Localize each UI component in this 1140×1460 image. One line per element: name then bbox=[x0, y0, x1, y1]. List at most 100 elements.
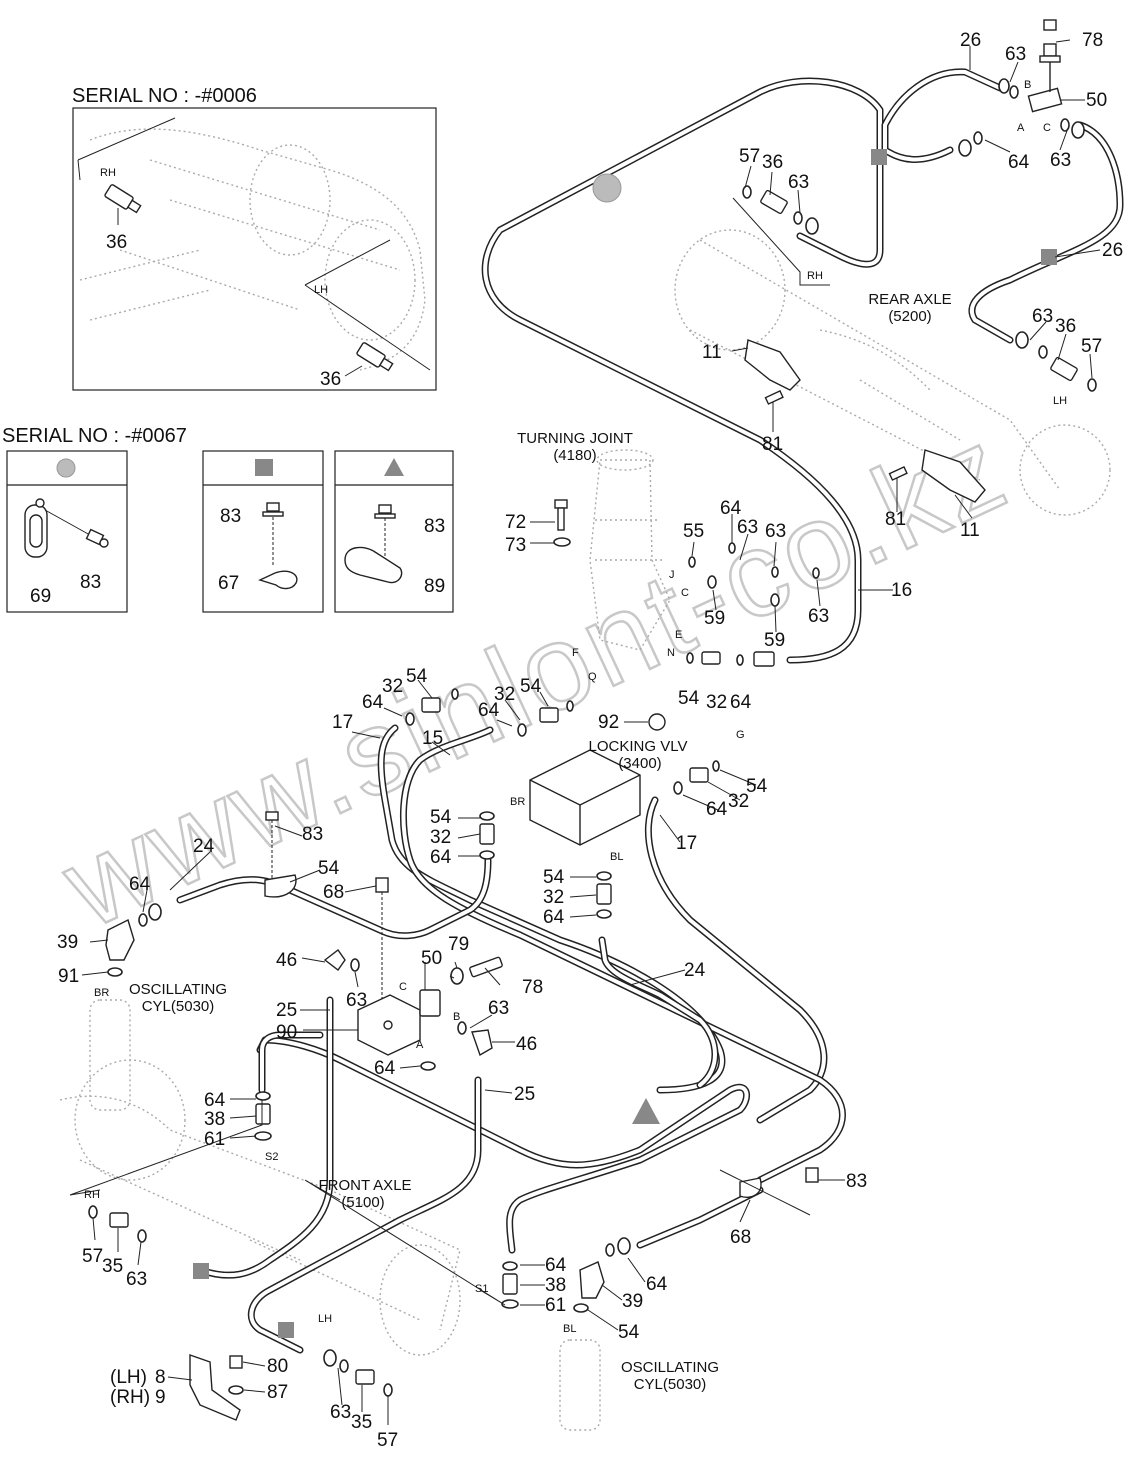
callout-label: 15 bbox=[422, 728, 443, 749]
hose-17-left bbox=[377, 724, 726, 1094]
callout-label: 63 bbox=[808, 606, 829, 627]
callout-label: 35 bbox=[351, 1412, 372, 1433]
inset-lh-line bbox=[304, 239, 431, 371]
clamp-89-icon bbox=[344, 546, 403, 584]
rear-axle-name: REAR AXLE bbox=[868, 291, 951, 308]
inset-serial-label: SERIAL NO : -#0006 bbox=[72, 85, 257, 107]
legend-square-part-0: 83 bbox=[220, 506, 241, 527]
callout-label: 64 bbox=[430, 847, 452, 868]
callout-label: 17 bbox=[676, 833, 697, 854]
callout-label: 61 bbox=[545, 1295, 566, 1316]
hose-17-right bbox=[645, 796, 828, 1124]
callout-label: 78 bbox=[522, 977, 543, 998]
callout-label: 63 bbox=[330, 1402, 351, 1423]
locking-valve-code: (3400) bbox=[618, 755, 661, 772]
callout-label: 64 bbox=[478, 700, 500, 721]
elbow-46-upper bbox=[323, 948, 346, 972]
elbow-46-lower bbox=[471, 1029, 493, 1057]
osc-cyl-left-code: CYL(5030) bbox=[142, 998, 215, 1015]
triangle-symbol-icon bbox=[384, 458, 404, 476]
callout-label: 61 bbox=[204, 1129, 225, 1150]
callout-prefix: (RH) bbox=[110, 1387, 150, 1408]
callout-label: 36 bbox=[762, 152, 783, 173]
inset-frame bbox=[72, 107, 437, 391]
legend-triangle-part-0: 83 bbox=[424, 516, 445, 537]
clamp-triangle-marker-icon bbox=[632, 1098, 660, 1124]
callout-label: 81 bbox=[762, 434, 783, 455]
callout-label: 9 bbox=[155, 1387, 166, 1408]
callout-label: 32 bbox=[382, 676, 403, 697]
callout-label: 25 bbox=[276, 1000, 297, 1021]
callout-label: 59 bbox=[764, 630, 785, 651]
bolt-83-square-icon bbox=[262, 502, 284, 565]
callout-label: 57 bbox=[82, 1246, 103, 1267]
port-letter: Q bbox=[588, 671, 597, 683]
inset-rh-line bbox=[77, 117, 176, 181]
callout-label: 38 bbox=[204, 1109, 225, 1130]
port-letter: A bbox=[416, 1039, 424, 1051]
callout-label: 39 bbox=[622, 1291, 643, 1312]
osc-cyl-right-name: OSCILLATING bbox=[621, 1359, 719, 1376]
callout-label: 46 bbox=[516, 1034, 537, 1055]
hose-16 bbox=[481, 77, 884, 664]
turning-joint-ghost bbox=[589, 449, 671, 651]
callout-label: 54 bbox=[520, 676, 542, 697]
callout-label: 32 bbox=[543, 887, 564, 908]
hose-25-right bbox=[247, 1076, 482, 1354]
nut-92-icon bbox=[648, 713, 666, 731]
legend-circle-part-0: 69 bbox=[30, 586, 51, 607]
callout-label: 35 bbox=[102, 1256, 123, 1277]
osc-cyl-right-code: CYL(5030) bbox=[634, 1376, 707, 1393]
callout-label: 26 bbox=[960, 30, 981, 51]
hose-15 bbox=[400, 726, 846, 1184]
callout-label: 57 bbox=[739, 146, 760, 167]
legend-triangle-part-1: 89 bbox=[424, 576, 445, 597]
locking-valve-body bbox=[529, 749, 641, 846]
hose-25-left bbox=[196, 996, 334, 1279]
callout-label: 63 bbox=[346, 990, 367, 1011]
pipe-24-left bbox=[176, 856, 492, 940]
callout-label: 11 bbox=[702, 342, 722, 363]
callout-label: 54 bbox=[746, 776, 768, 797]
callout-label: 26 bbox=[1102, 240, 1123, 261]
port-letter: RH bbox=[807, 270, 823, 282]
clamp-69-icon bbox=[24, 498, 48, 558]
callout-label: 38 bbox=[545, 1275, 566, 1296]
callout-label: 63 bbox=[488, 998, 509, 1019]
callout-label: 64 bbox=[543, 907, 565, 928]
callout-label: 50 bbox=[421, 948, 442, 969]
locking-valve-name: LOCKING VLV bbox=[589, 738, 688, 755]
callout-label: 32 bbox=[706, 692, 727, 713]
bracket-8-9 bbox=[189, 1354, 241, 1421]
callout-label: 78 bbox=[1082, 30, 1103, 51]
callout-label: 8 bbox=[155, 1367, 166, 1388]
part-callouts: 26 63 78 50 63 64 26 57 36 63 63 36 57 1… bbox=[57, 30, 1123, 1451]
port-letter: C bbox=[681, 587, 689, 599]
callout-label: 32 bbox=[430, 827, 451, 848]
clamp-square-marker-icon bbox=[278, 1322, 294, 1338]
bolt-83-icon bbox=[44, 509, 109, 548]
callout-label: 63 bbox=[1032, 306, 1053, 327]
port-letter: S1 bbox=[475, 1283, 488, 1295]
callout-label: 81 bbox=[885, 509, 906, 530]
port-letter: B bbox=[453, 1011, 460, 1023]
port-letter: C bbox=[1043, 122, 1051, 134]
elbow-39-right bbox=[579, 1261, 605, 1299]
callout-label: 64 bbox=[374, 1058, 396, 1079]
bracket-11-upper bbox=[744, 339, 801, 391]
elbow-39-left bbox=[105, 919, 135, 961]
callout-label: 91 bbox=[58, 966, 79, 987]
inset-serial-0006: SERIAL NO : -#0006 RH LH 36 36 bbox=[72, 85, 437, 391]
callout-label: 16 bbox=[891, 580, 912, 601]
callout-label: 57 bbox=[1081, 336, 1102, 357]
port-letter: A bbox=[1017, 122, 1025, 134]
port-letter: BL bbox=[610, 851, 623, 863]
callout-label: 63 bbox=[765, 521, 786, 542]
callout-label: 64 bbox=[730, 692, 752, 713]
callout-label: 92 bbox=[598, 712, 619, 733]
port-letter: B bbox=[1024, 79, 1031, 91]
callout-label: 24 bbox=[684, 960, 706, 981]
osc-cyl-right-ghost bbox=[559, 1339, 601, 1431]
legend-circle-part-1: 83 bbox=[80, 572, 101, 593]
